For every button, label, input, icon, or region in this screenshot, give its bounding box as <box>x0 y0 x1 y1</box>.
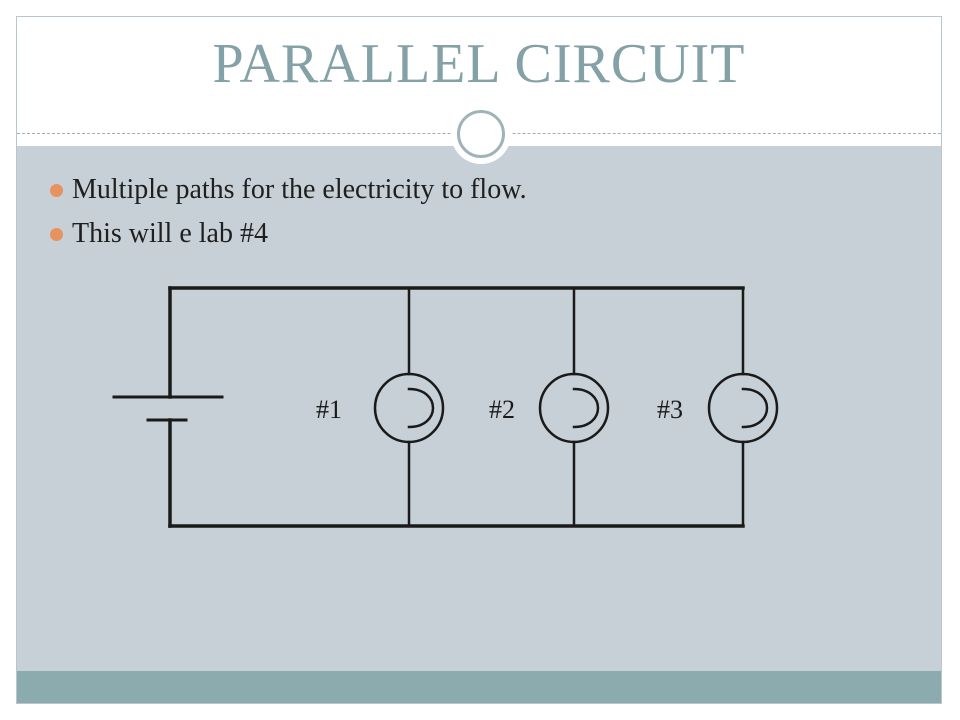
bulb-3-filament <box>741 387 769 429</box>
bulb-1-filament <box>407 387 435 429</box>
bulb-2-filament <box>572 387 600 429</box>
bullet-item: Multiple paths for the electricity to fl… <box>48 168 527 212</box>
footer-band <box>17 671 941 703</box>
circle-ornament-ring <box>457 110 505 158</box>
bulb-label-3: #3 <box>657 395 683 424</box>
bullet-text: This will e lab #4 <box>72 218 268 249</box>
bullet-item: This will e lab #4 <box>48 212 527 256</box>
bulb-label-2: #2 <box>489 395 515 424</box>
bulb-1-icon <box>373 372 445 444</box>
bullet-dot-icon <box>50 184 63 197</box>
bullet-list: Multiple paths for the electricity to fl… <box>48 168 527 256</box>
bulb-3-icon <box>707 372 779 444</box>
slide-title: PARALLEL CIRCUIT <box>212 33 746 95</box>
bulb-2-icon <box>538 372 610 444</box>
slide-content-area <box>17 146 941 671</box>
slide-frame <box>16 16 942 704</box>
bullet-dot-icon <box>50 228 63 241</box>
bullet-text: Multiple paths for the electricity to fl… <box>72 174 527 205</box>
bulb-label-1: #1 <box>316 395 342 424</box>
